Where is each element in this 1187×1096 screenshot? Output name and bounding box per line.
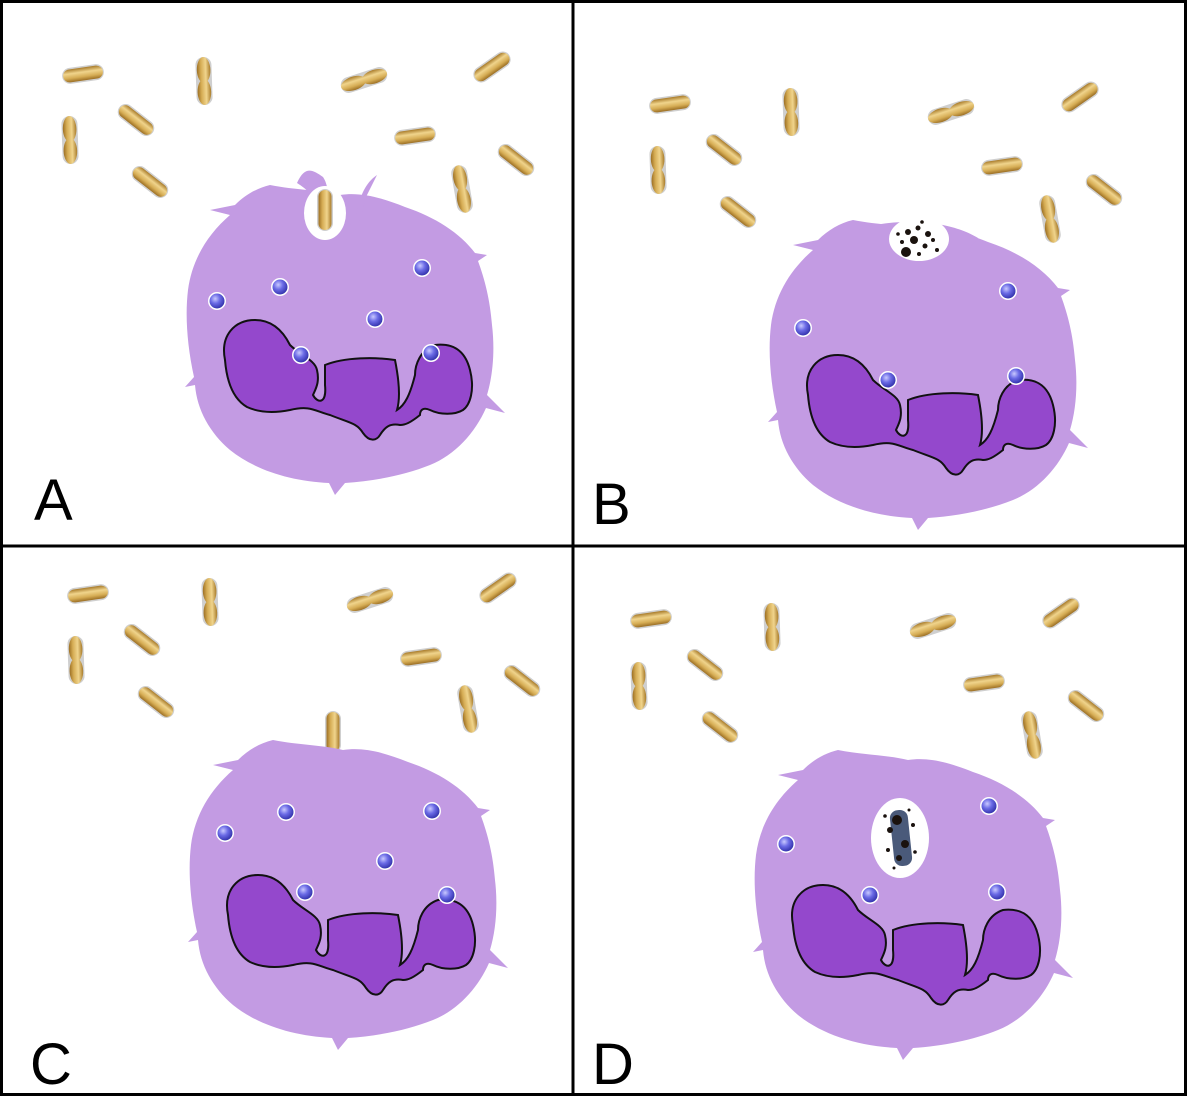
panel-label: A	[34, 468, 73, 533]
bacterium	[201, 578, 219, 627]
bacterium	[121, 621, 164, 659]
granule	[438, 886, 456, 904]
granule	[366, 310, 384, 328]
panel-label: C	[30, 1032, 72, 1096]
panel-a: A	[34, 48, 537, 533]
granule	[861, 886, 879, 904]
bacterium	[926, 97, 977, 127]
granule	[999, 282, 1017, 300]
bacterium	[67, 636, 85, 685]
granule	[216, 824, 234, 842]
bacterium	[1038, 194, 1062, 244]
bacterium	[470, 48, 514, 85]
granule	[777, 835, 795, 853]
bacterium	[339, 65, 390, 95]
bacterium	[61, 116, 79, 165]
bacterium	[1065, 687, 1108, 725]
bacterium	[501, 662, 544, 700]
bacterium	[61, 63, 105, 85]
bacterium	[962, 672, 1006, 694]
granule	[271, 278, 289, 296]
panel-label: D	[592, 1032, 634, 1096]
bacterium	[717, 193, 760, 231]
bacterium	[629, 608, 673, 630]
bacterium	[450, 164, 474, 214]
attached-bacterium	[325, 711, 341, 753]
granule	[296, 883, 314, 901]
granule	[376, 852, 394, 870]
granule	[422, 344, 440, 362]
bacterium	[649, 146, 667, 195]
neutrophil-cell	[768, 217, 1088, 530]
bacterium	[980, 155, 1024, 177]
bacterium	[908, 611, 959, 641]
bacterium	[393, 125, 437, 147]
bacterium	[648, 93, 692, 115]
granule	[423, 802, 441, 820]
granule	[413, 259, 431, 277]
bacteria-group	[66, 569, 543, 734]
bacterium	[782, 88, 800, 137]
bacterium	[1020, 710, 1044, 760]
bacterium	[135, 683, 178, 721]
bacterium	[763, 603, 781, 652]
granule	[879, 371, 897, 389]
neutrophil-cell	[753, 750, 1073, 1060]
panel-c: C	[30, 569, 543, 1096]
bacteria-group	[648, 78, 1125, 244]
neutrophil-cell	[185, 171, 505, 495]
bacterium	[345, 585, 396, 615]
bacterium	[684, 646, 727, 684]
granule	[292, 346, 310, 364]
granule	[988, 883, 1006, 901]
bacterium	[399, 646, 443, 668]
granule	[1007, 367, 1025, 385]
engulfed-bacterium	[317, 189, 333, 231]
bacterium	[1058, 78, 1102, 115]
bacterium	[66, 583, 110, 605]
bacterium	[630, 662, 648, 711]
bacterium	[456, 684, 480, 734]
bacterium	[495, 141, 538, 179]
bacteria-group	[61, 48, 537, 214]
bacterium	[699, 708, 742, 746]
bacteria-group	[629, 594, 1107, 760]
granule	[794, 319, 812, 337]
bacterium	[1039, 594, 1083, 631]
granule	[208, 292, 226, 310]
neutrophil-cell	[188, 740, 508, 1050]
panel-label: B	[592, 472, 631, 537]
bacterium	[115, 101, 158, 139]
granule	[277, 803, 295, 821]
panel-d: D	[592, 594, 1107, 1096]
bacterium	[1083, 171, 1126, 209]
bacterium	[129, 163, 172, 201]
granule	[980, 797, 998, 815]
panel-b: B	[592, 78, 1125, 537]
bacterium	[703, 131, 746, 169]
bacterium	[195, 57, 213, 106]
bacterium	[476, 569, 520, 606]
